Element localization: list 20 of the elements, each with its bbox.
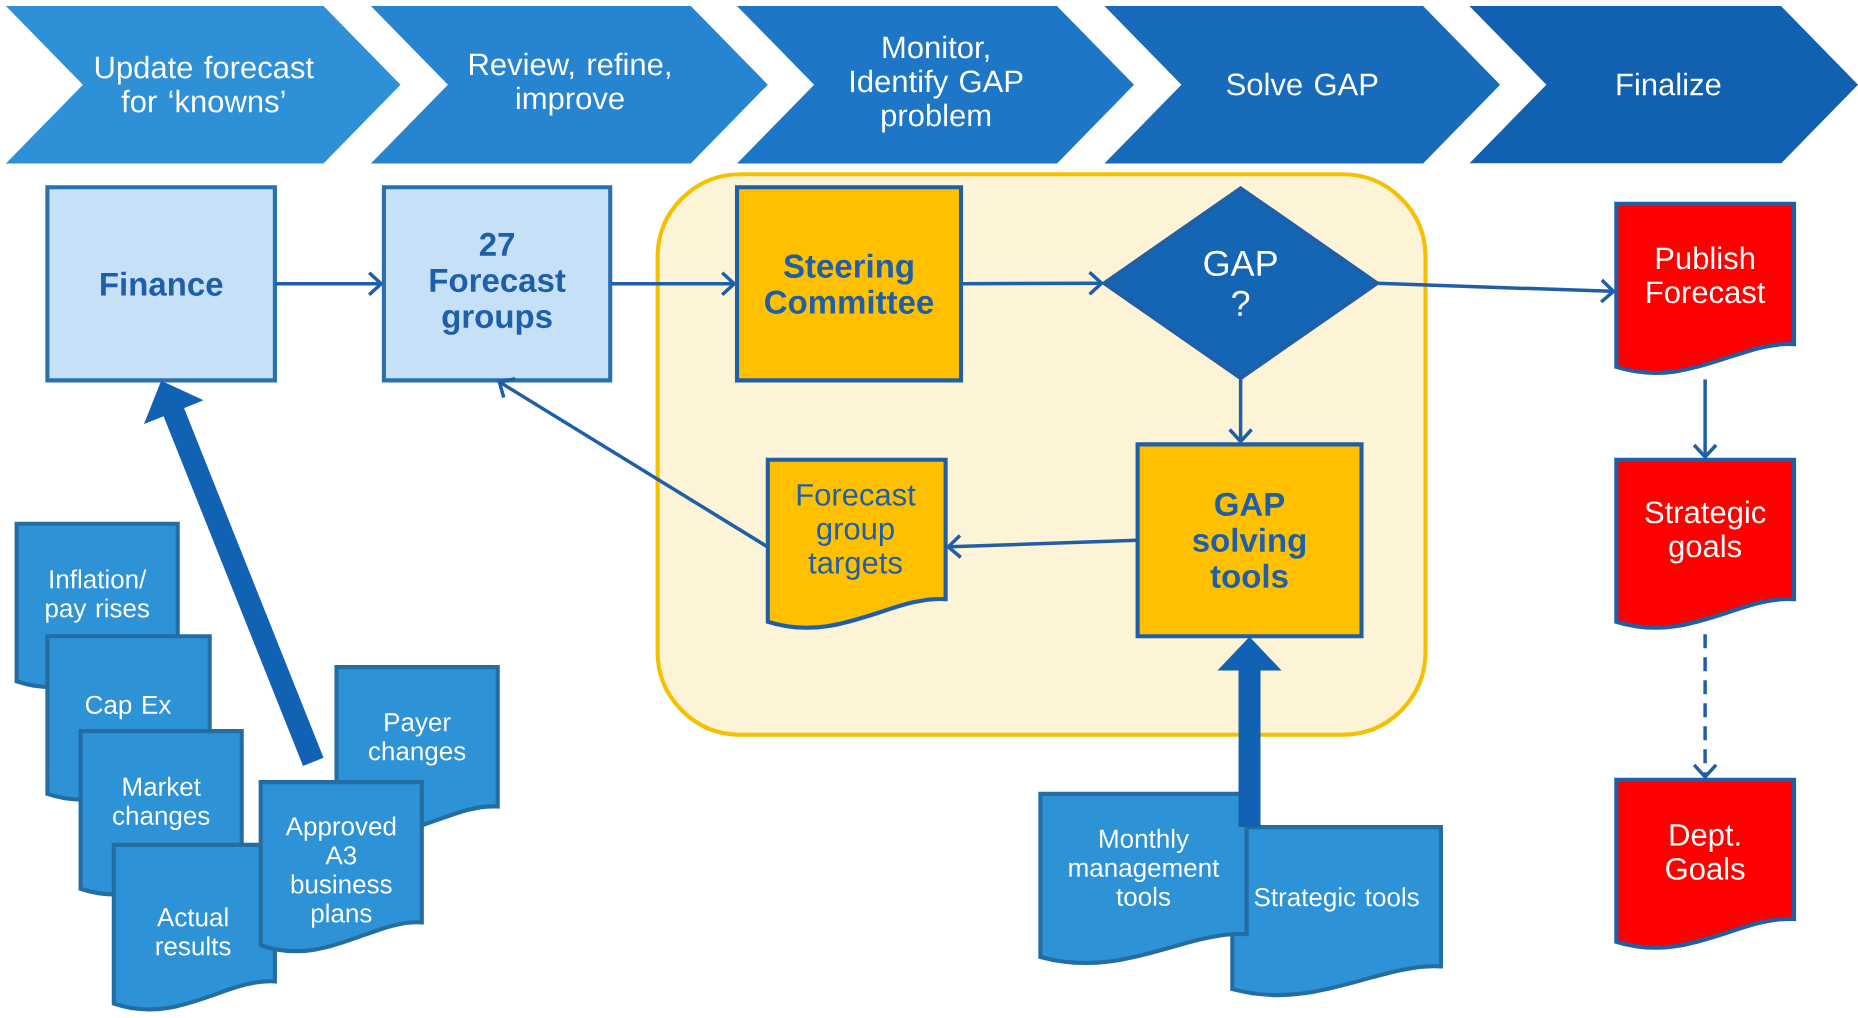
chevron-step: Solve GAP	[1104, 5, 1501, 164]
node-label: Strategic tools	[1254, 887, 1419, 912]
process-box: 27 Forecast groups	[381, 185, 613, 383]
chevron-step: Finalize	[1469, 5, 1858, 164]
arrow	[610, 271, 737, 297]
process-box: Finance	[45, 185, 277, 383]
chevron-step: Monitor, Identify GAP problem	[737, 5, 1134, 164]
process-box: GAP solving tools	[1135, 442, 1364, 639]
process-box: Steering Committee	[734, 185, 964, 383]
arrow	[1692, 379, 1718, 460]
chevron-step: Review, refine, improve	[370, 5, 768, 164]
chevron-step: Update forecast for ‘knowns’	[5, 5, 401, 164]
arrow	[1228, 378, 1253, 445]
arrow	[275, 271, 384, 297]
node-label: Actual results	[156, 907, 231, 956]
arrow	[945, 534, 1138, 559]
arrow	[961, 270, 1105, 296]
arrow	[1377, 278, 1617, 304]
arrow	[1692, 634, 1718, 780]
arrow	[497, 377, 769, 549]
